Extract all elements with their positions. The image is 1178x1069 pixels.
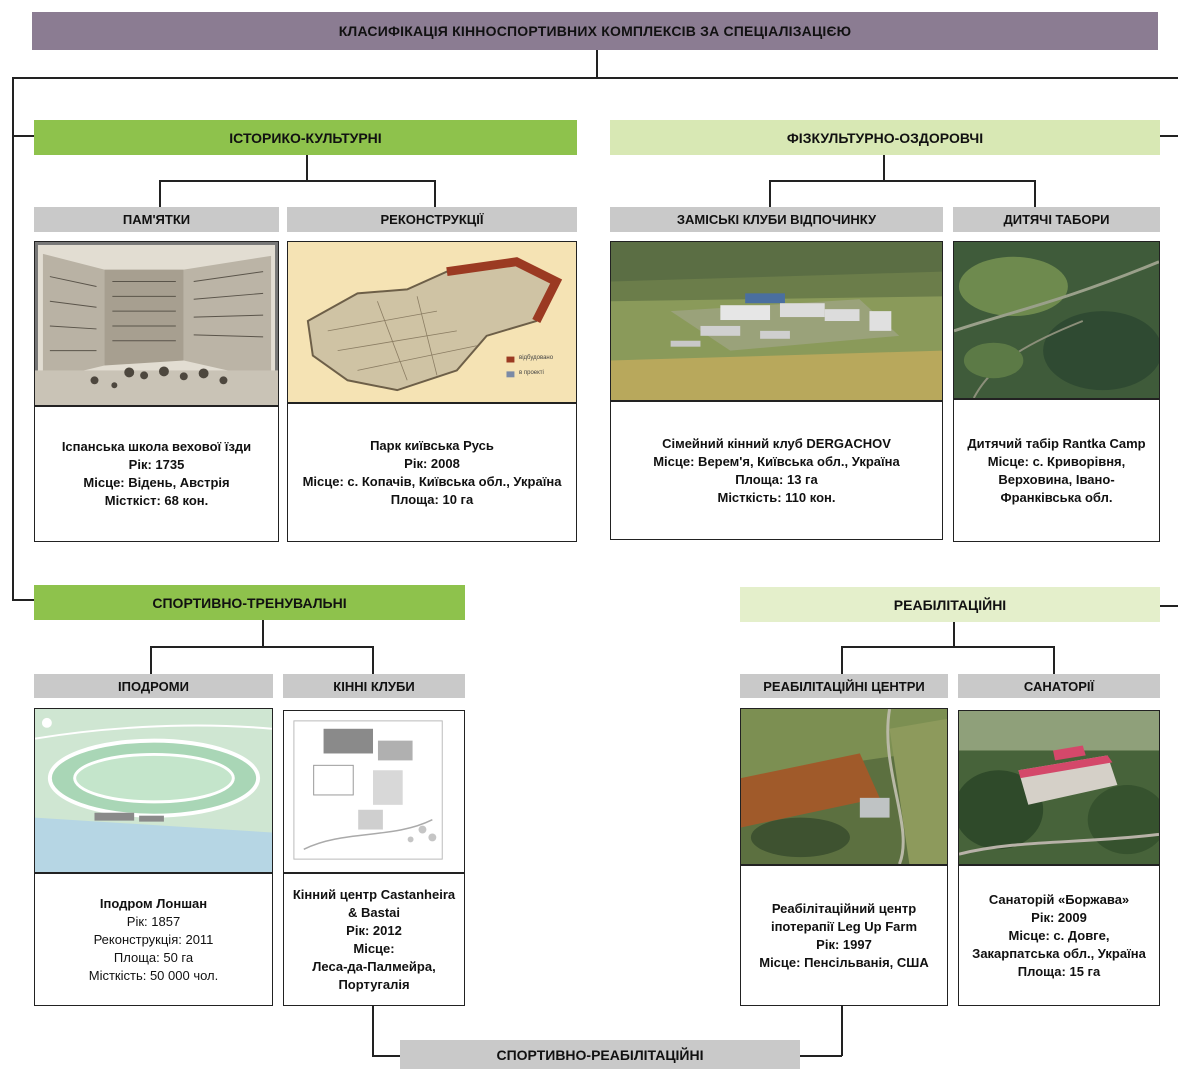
- card-name: Іспанська школа вехової їзди: [61, 439, 252, 454]
- connector-line: [769, 180, 1035, 182]
- card-line: Площа: 10 га: [390, 491, 474, 507]
- connector-line: [1160, 605, 1178, 607]
- card-line: Місце: Верем'я, Київська обл., Україна: [653, 453, 900, 469]
- connector-line: [800, 1055, 842, 1057]
- info-card-borzhava: Санаторій «Боржава» Рік: 2009 Місце: с. …: [958, 865, 1160, 1006]
- card-line: Рік: 1997: [816, 936, 872, 952]
- category-historical-cultural: ІСТОРИКО-КУЛЬТУРНІ: [34, 120, 577, 155]
- subcategory-rehab-centers: РЕАБІЛІТАЦІЙНІ ЦЕНТРИ: [740, 674, 948, 698]
- card-line: Місткість: 110 кон.: [717, 489, 836, 505]
- card-line: Рік: 1857: [126, 913, 181, 929]
- connector-line: [596, 50, 598, 78]
- category-sports-training: СПОРТИВНО-ТРЕНУВАЛЬНІ: [34, 585, 465, 620]
- legend-planned-label: в проекті: [519, 370, 544, 376]
- connector-line: [1053, 646, 1055, 674]
- connector-line: [1034, 180, 1036, 207]
- sanatorium-image: [958, 710, 1160, 865]
- subcategory-country-clubs: ЗАМІСЬКІ КЛУБИ ВІДПОЧИНКУ: [610, 207, 943, 232]
- connector-line: [150, 646, 152, 674]
- card-line: Площа: 13 га: [735, 471, 818, 487]
- info-card-castanheira: Кінний центр Castanheira & Bastai Рік: 2…: [283, 873, 465, 1006]
- card-name: Дитячий табір Rantka Camp: [967, 435, 1146, 451]
- card-line: Місце: с. Довге, Закарпатська обл., Укра…: [972, 927, 1146, 961]
- info-card-spanish-school: Іспанська школа вехової їзди Рік: 1735 М…: [34, 406, 279, 542]
- card-name: Санаторій «Боржава»: [988, 891, 1130, 907]
- card-line: Рік: 2008: [404, 455, 460, 471]
- card-line: Місце: с. Криворівня, Верховина, Івано-Ф…: [987, 453, 1126, 505]
- connector-line: [841, 646, 1054, 648]
- subcategory-equestrian-clubs: КІННІ КЛУБИ: [283, 674, 465, 698]
- card-name: Реабілітаційний центр іпотерапії Leg Up …: [770, 900, 918, 934]
- connector-line: [372, 646, 374, 674]
- connector-line: [883, 155, 885, 181]
- connector-line: [12, 135, 34, 137]
- connector-line: [159, 180, 435, 182]
- info-card-kyivan-rus-park: Парк київська Русь Рік: 2008 Місце: с. К…: [287, 403, 577, 542]
- connector-line: [372, 1004, 374, 1056]
- connector-line: [1160, 135, 1178, 137]
- connector-line: [150, 646, 373, 648]
- card-line: Реконструкція: 2011: [93, 931, 214, 947]
- card-name: Сімейний кінний клуб DERGACHOV: [662, 435, 891, 451]
- engraving-courtyard-image: [34, 241, 279, 406]
- card-line: Місце: Пенсільванія, США: [759, 954, 929, 970]
- card-line: Рік: 1735: [128, 457, 185, 472]
- card-line: Площа: 50 га: [113, 949, 194, 965]
- connector-line: [159, 180, 161, 207]
- aerial-forest-image: [953, 241, 1160, 399]
- connector-line: [12, 599, 34, 601]
- card-line: Леса-да-Палмейра, Португалія: [312, 958, 436, 992]
- legend-built-label: відбудовано: [519, 355, 554, 361]
- connector-line: [434, 180, 436, 207]
- card-line: Рік: 2012: [346, 922, 402, 938]
- subcategory-racecourses: ІПОДРОМИ: [34, 674, 273, 698]
- connector-line: [372, 1055, 400, 1057]
- connector-line: [12, 77, 14, 600]
- card-line: Площа: 15 га: [1017, 963, 1101, 979]
- card-line: Місткість: 50 000 чол.: [88, 967, 219, 983]
- connector-line: [841, 1004, 843, 1056]
- card-name: Іподром Лоншан: [99, 895, 208, 911]
- info-card-rantka-camp: Дитячий табір Rantka Camp Місце: с. Крив…: [953, 399, 1160, 542]
- card-name: Кінний центр Castanheira & Bastai: [292, 886, 456, 920]
- subcategory-monuments: ПАМ'ЯТКИ: [34, 207, 279, 232]
- subcategory-reconstructions: РЕКОНСТРУКЦІЇ: [287, 207, 577, 232]
- card-line: Рік: 2009: [1031, 909, 1087, 925]
- site-plan-image: [283, 710, 465, 873]
- subcategory-children-camps: ДИТЯЧІ ТАБОРИ: [953, 207, 1160, 232]
- connector-line: [953, 622, 955, 647]
- card-line: Місце: Відень, Австрія: [83, 475, 230, 490]
- subcategory-sanatoriums: САНАТОРІЇ: [958, 674, 1160, 698]
- connector-line: [841, 646, 843, 674]
- info-card-longchamp: Іподром Лоншан Рік: 1857 Реконструкція: …: [34, 873, 273, 1006]
- connector-line: [769, 180, 771, 207]
- info-card-leg-up-farm: Реабілітаційний центр іпотерапії Leg Up …: [740, 865, 948, 1006]
- connector-line: [12, 77, 1178, 79]
- connector-line: [262, 620, 264, 647]
- racecourse-map-image: [34, 708, 273, 873]
- info-card-dergachov: Сімейний кінний клуб DERGACHOV Місце: Ве…: [610, 401, 943, 540]
- card-line: Місткіст: 68 кон.: [104, 493, 209, 508]
- category-rehabilitation: РЕАБІЛІТАЦІЙНІ: [740, 587, 1160, 622]
- card-line: Місце: с. Копачів, Київська обл., Україн…: [302, 473, 562, 489]
- fortress-plan-image: відбудовано в проекті: [287, 241, 577, 403]
- diagram-title: КЛАСИФІКАЦІЯ КІННОСПОРТИВНИХ КОМПЛЕКСІВ …: [32, 12, 1158, 50]
- card-line: Місце:: [353, 940, 395, 956]
- connector-line: [306, 155, 308, 181]
- category-fitness-health: ФІЗКУЛЬТУРНО-ОЗДОРОВЧІ: [610, 120, 1160, 155]
- aerial-farm-image: [740, 708, 948, 865]
- aerial-club-image: [610, 241, 943, 401]
- card-name: Парк київська Русь: [370, 437, 494, 453]
- category-sports-rehabilitation: СПОРТИВНО-РЕАБІЛІТАЦІЙНІ: [400, 1040, 800, 1069]
